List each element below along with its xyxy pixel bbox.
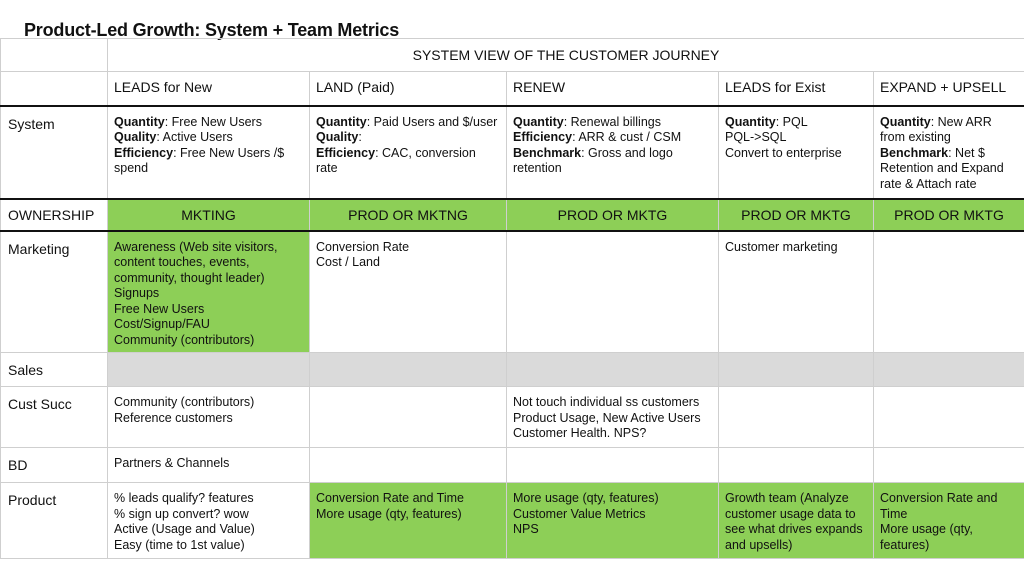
bd-expand <box>872 447 1024 483</box>
row-label-sales: Sales <box>0 352 108 387</box>
product-leads-new: % leads qualify? features % sign up conv… <box>107 482 310 559</box>
ownership-leads-exist: PROD OR MKTG <box>718 197 874 232</box>
marketing-row: Marketing Awareness (Web site visitors, … <box>0 230 1024 353</box>
page-title: Product-Led Growth: System + Team Metric… <box>24 20 400 40</box>
cust-succ-row: Cust Succ Community (contributors) Refer… <box>0 386 1024 448</box>
system-land: Quantity: Paid Users and $/user Quality:… <box>309 105 507 199</box>
cust-succ-expand <box>872 386 1024 448</box>
marketing-renew <box>506 230 719 353</box>
ownership-renew: PROD OR MKTG <box>506 197 719 232</box>
bd-renew <box>506 447 719 483</box>
row-label-bd: BD <box>0 447 108 483</box>
sales-expand <box>872 352 1024 387</box>
column-header-row: LEADS for New LAND (Paid) RENEW LEADS fo… <box>0 71 1024 107</box>
system-expand: Quantity: New ARR from existing Benchmar… <box>872 105 1024 199</box>
cust-succ-land <box>309 386 507 448</box>
product-expand: Conversion Rate and Time More usage (qty… <box>872 482 1024 559</box>
system-leads-new: Quantity: Free New Users Quality: Active… <box>107 105 310 199</box>
ownership-leads-new: MKTING <box>107 197 310 232</box>
corner-cell <box>0 38 108 72</box>
col-header-expand: EXPAND + UPSELL <box>872 71 1024 107</box>
bd-leads-exist <box>718 447 874 483</box>
row-label-ownership: OWNERSHIP <box>0 197 108 232</box>
marketing-leads-exist: Customer marketing <box>718 230 874 353</box>
row-label-system: System <box>0 105 108 199</box>
row-label-marketing: Marketing <box>0 230 108 353</box>
ownership-land: PROD OR MKTNG <box>309 197 507 232</box>
sales-leads-new <box>107 352 310 387</box>
sales-leads-exist <box>718 352 874 387</box>
bd-leads-new: Partners & Channels <box>107 447 310 483</box>
header-blank <box>0 71 108 107</box>
cust-succ-leads-exist <box>718 386 874 448</box>
product-leads-exist: Growth team (Analyze customer usage data… <box>718 482 874 559</box>
col-header-land: LAND (Paid) <box>309 71 507 107</box>
marketing-land: Conversion Rate Cost / Land <box>309 230 507 353</box>
sales-land <box>309 352 507 387</box>
sales-row: Sales <box>0 352 1024 387</box>
system-renew: Quantity: Renewal billings Efficiency: A… <box>506 105 719 199</box>
marketing-leads-new: Awareness (Web site visitors, content to… <box>107 230 310 353</box>
product-row: Product % leads qualify? features % sign… <box>0 482 1024 559</box>
sales-renew <box>506 352 719 387</box>
product-land: Conversion Rate and Time More usage (qty… <box>309 482 507 559</box>
marketing-expand <box>872 230 1024 353</box>
system-view-label: SYSTEM VIEW OF THE CUSTOMER JOURNEY <box>106 38 1024 72</box>
ownership-row: OWNERSHIP MKTING PROD OR MKTNG PROD OR M… <box>0 197 1024 232</box>
col-header-leads-exist: LEADS for Exist <box>718 71 874 107</box>
ownership-expand: PROD OR MKTG <box>872 197 1024 232</box>
col-header-renew: RENEW <box>506 71 719 107</box>
metrics-table: SYSTEM VIEW OF THE CUSTOMER JOURNEY LEAD… <box>0 38 1024 559</box>
system-view-header-row: SYSTEM VIEW OF THE CUSTOMER JOURNEY <box>0 38 1024 72</box>
bd-row: BD Partners & Channels <box>0 447 1024 483</box>
bd-land <box>309 447 507 483</box>
col-header-leads-new: LEADS for New <box>107 71 310 107</box>
cust-succ-leads-new: Community (contributors) Reference custo… <box>107 386 310 448</box>
row-label-cust-succ: Cust Succ <box>0 386 108 448</box>
cust-succ-renew: Not touch individual ss customers Produc… <box>506 386 719 448</box>
product-renew: More usage (qty, features) Customer Valu… <box>506 482 719 559</box>
system-leads-exist: Quantity: PQL PQL->SQL Convert to enterp… <box>718 105 874 199</box>
row-label-product: Product <box>0 482 108 559</box>
system-row: System Quantity: Free New Users Quality:… <box>0 105 1024 199</box>
